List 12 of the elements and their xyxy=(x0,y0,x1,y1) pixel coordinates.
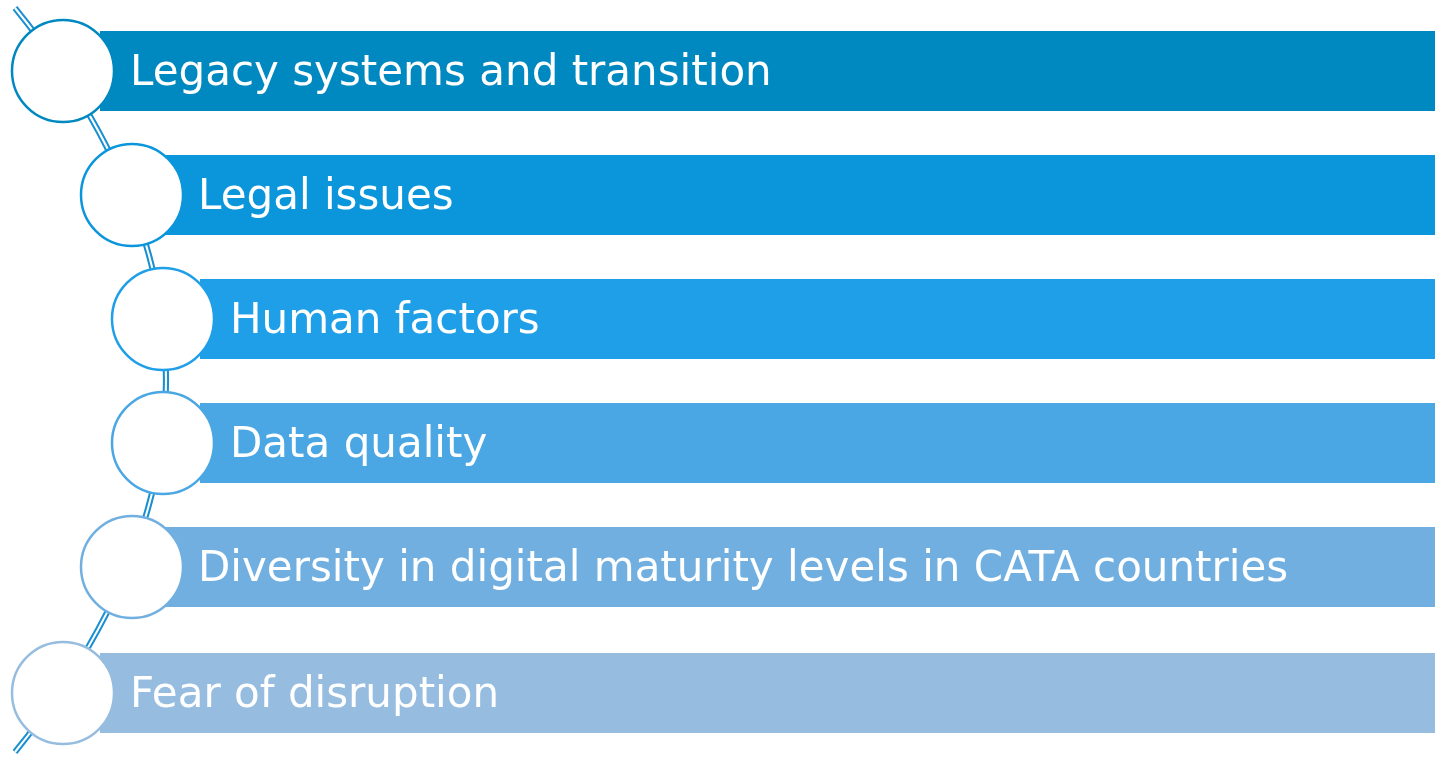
list-bar xyxy=(100,31,1435,111)
list-bar xyxy=(165,155,1435,235)
list-bar xyxy=(200,279,1435,359)
item-label: Fear of disruption xyxy=(130,672,500,714)
item-label: Human factors xyxy=(230,298,540,340)
item-label: Legacy systems and transition xyxy=(130,50,772,92)
list-bar xyxy=(165,527,1435,607)
item-label: Data quality xyxy=(230,422,488,464)
list-bar xyxy=(100,653,1435,733)
item-label: Diversity in digital maturity levels in CATA countries xyxy=(198,546,1289,588)
list-bar xyxy=(200,403,1435,483)
item-label: Legal issues xyxy=(198,174,454,216)
